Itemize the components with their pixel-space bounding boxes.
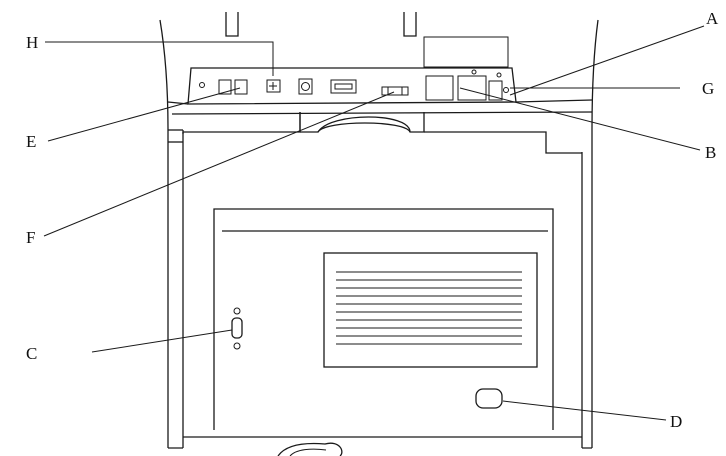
top-guides — [225, 12, 509, 68]
cover-plate — [213, 208, 554, 430]
base-and-cable — [168, 436, 592, 456]
callout-label-b: B — [705, 143, 716, 162]
callout-label-g: G — [702, 79, 714, 98]
callout-labels: H A G E B F C D — [26, 9, 719, 431]
callout-leaders — [43, 25, 705, 421]
callout-label-d: D — [670, 412, 682, 431]
cabinet-outline — [159, 19, 599, 448]
callout-label-c: C — [26, 344, 37, 363]
callout-label-a: A — [706, 9, 719, 28]
callout-label-h: H — [26, 33, 38, 52]
connector-panel — [167, 67, 593, 115]
callout-label-e: E — [26, 132, 36, 151]
callout-label-f: F — [26, 228, 35, 247]
cover-handle — [182, 112, 582, 154]
